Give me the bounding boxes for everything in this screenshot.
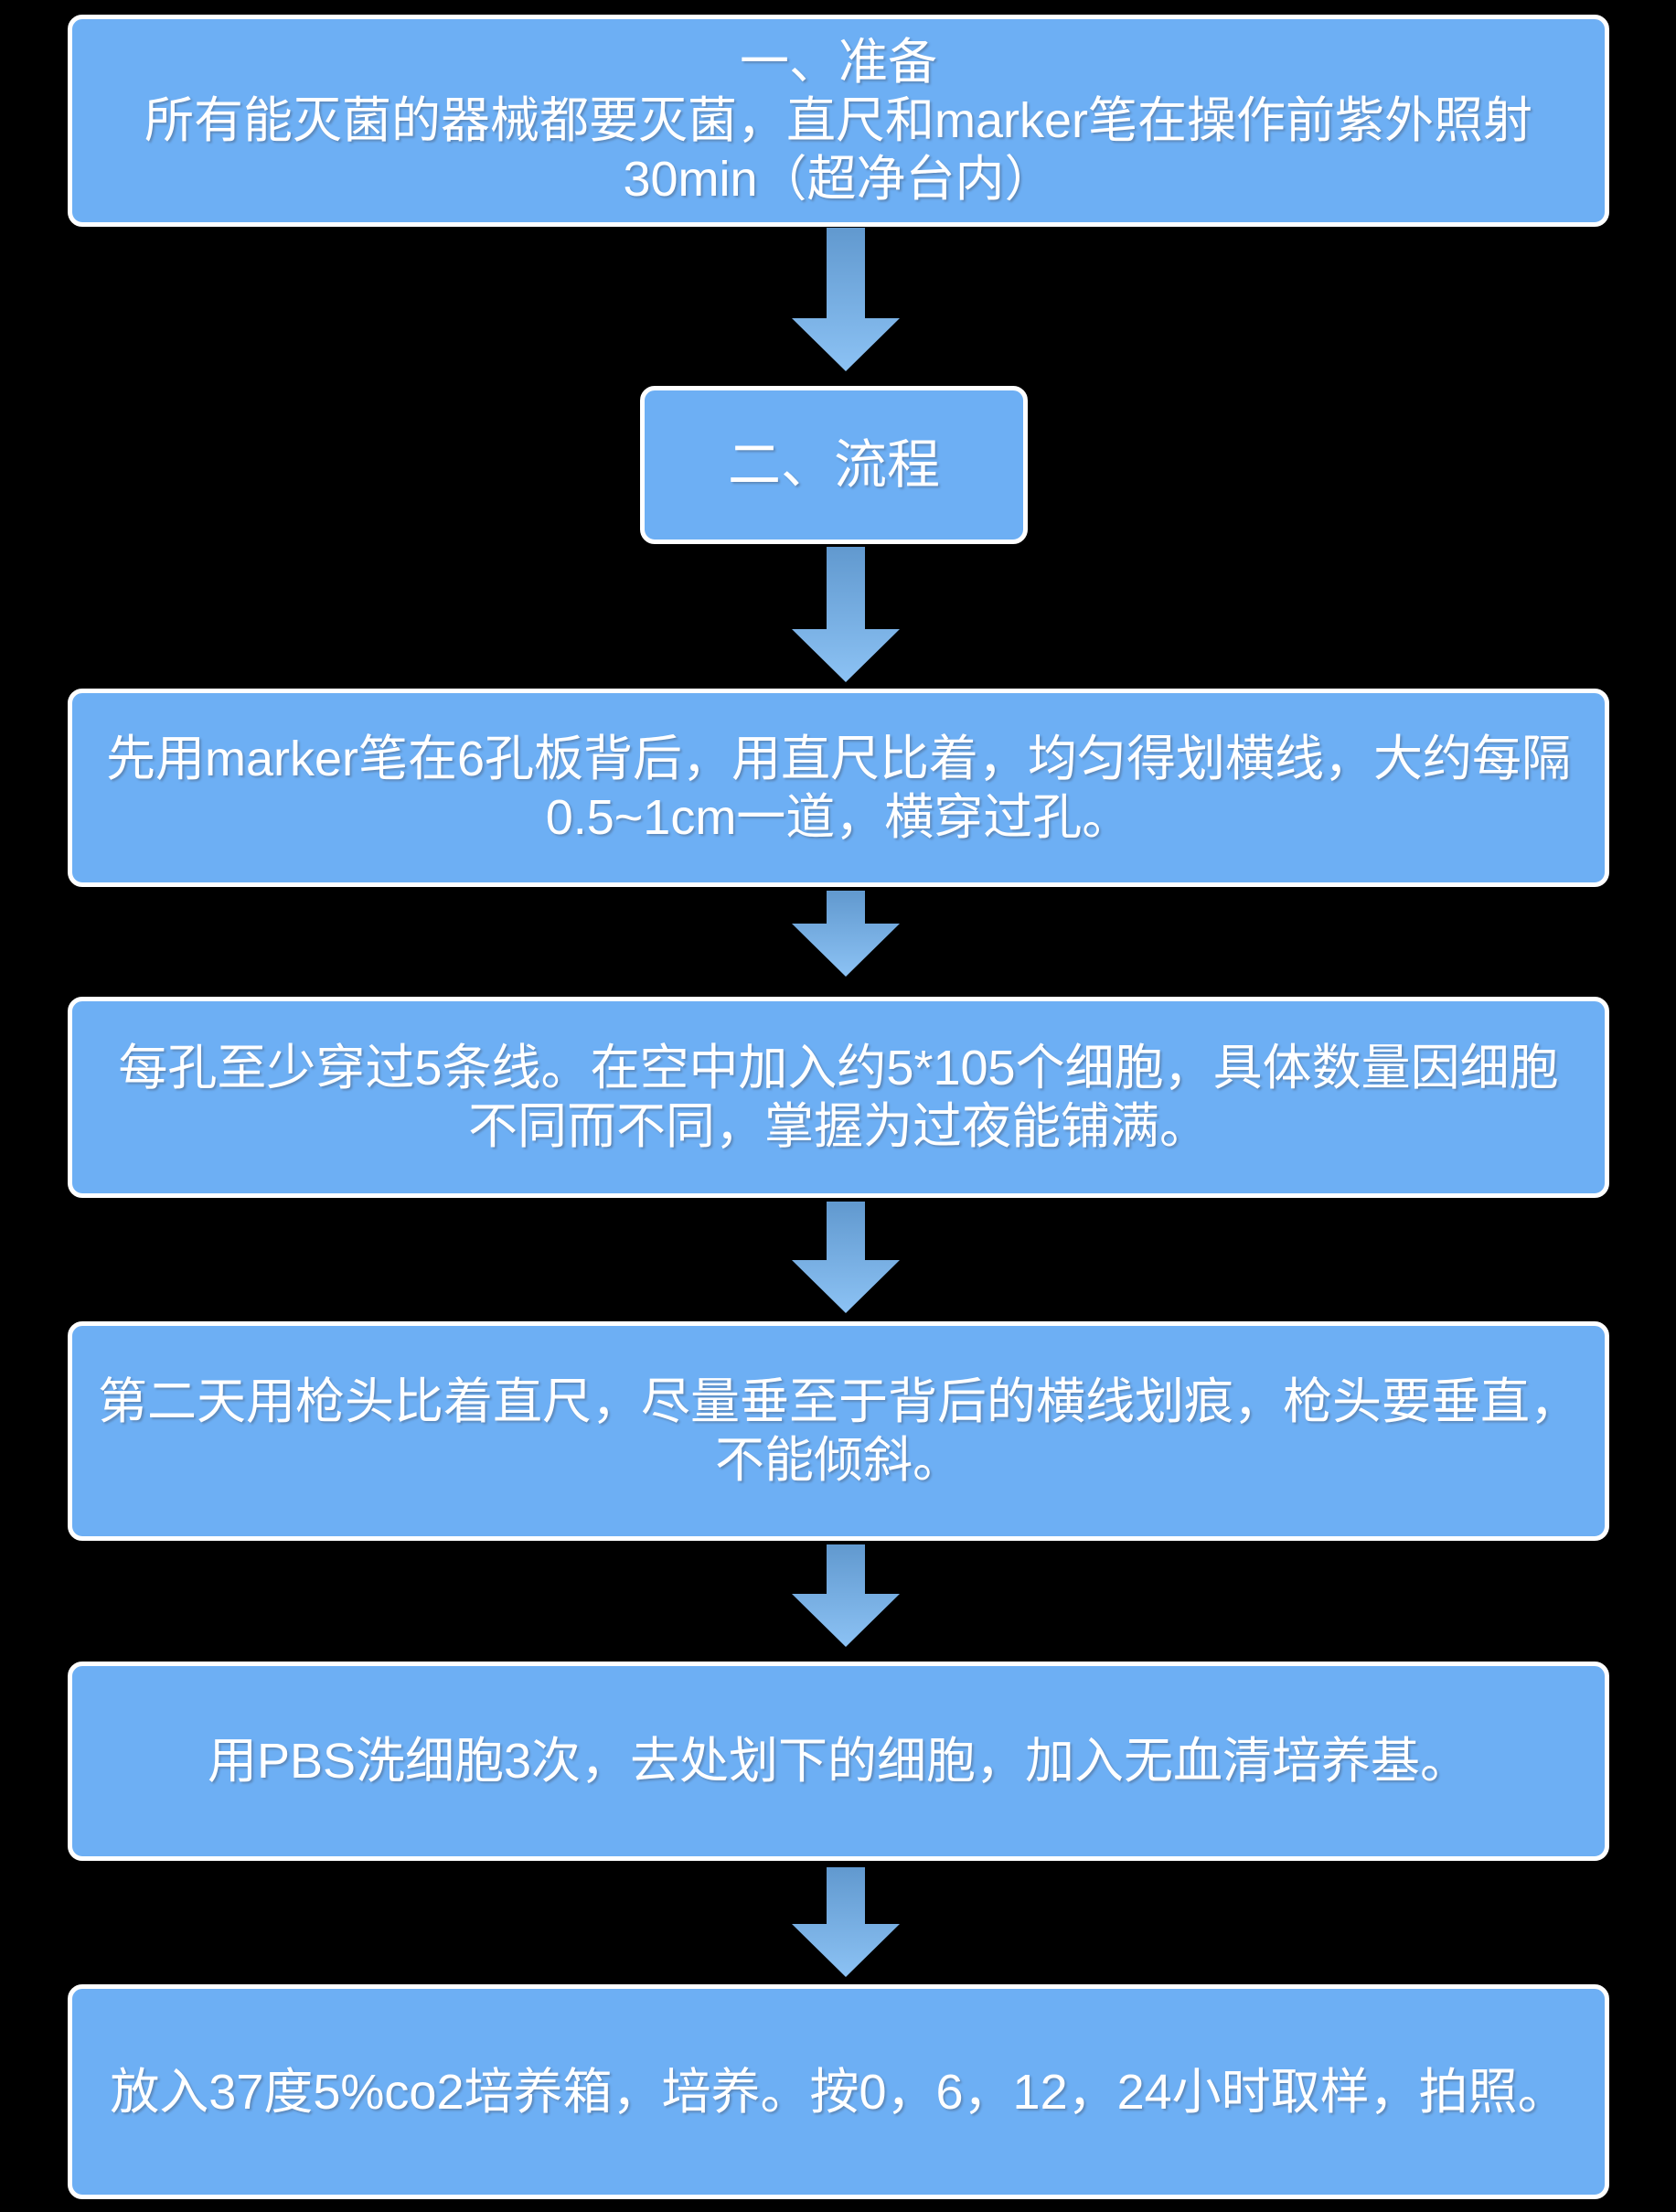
down-arrow-icon <box>792 891 900 977</box>
flow-node-process-header: 二、流程 <box>640 386 1028 544</box>
node-text-line: 所有能灭菌的器械都要灭菌，直尺和marker笔在操作前紫外照射 <box>144 93 1532 148</box>
node-text-line: 用PBS洗细胞3次，去处划下的细胞，加入无血清培养基。 <box>207 1734 1470 1789</box>
node-text-line: 放入37度5%co2培养箱，培养。按0，6，12，24小时取样，拍照。 <box>110 2064 1567 2120</box>
node-text-line: 30min（超净台内） <box>623 152 1054 207</box>
node-text-line: 第二天用枪头比着直尺，尽量垂至于背后的横线划痕，枪头要垂直， <box>98 1374 1579 1429</box>
node-text-line: 0.5~1cm一道，横穿过孔。 <box>545 789 1132 845</box>
flow-node-step-wash: 用PBS洗细胞3次，去处划下的细胞，加入无血清培养基。 <box>68 1662 1609 1861</box>
down-arrow-icon <box>792 228 900 371</box>
down-arrow-icon <box>792 547 900 682</box>
down-arrow-icon <box>792 1544 900 1647</box>
node-text-line: 每孔至少穿过5条线。在空中加入约5*105个细胞，具体数量因细胞 <box>118 1041 1559 1095</box>
flow-node-step-seed-cells: 每孔至少穿过5条线。在空中加入约5*105个细胞，具体数量因细胞 不同而不同，掌… <box>68 997 1609 1198</box>
node-text-line: 二、流程 <box>727 434 940 495</box>
flow-node-step-scratch: 第二天用枪头比着直尺，尽量垂至于背后的横线划痕，枪头要垂直， 不能倾斜。 <box>68 1321 1609 1541</box>
down-arrow-icon <box>792 1867 900 1977</box>
node-text-line: 一、准备 <box>740 35 937 90</box>
node-text-line: 不能倾斜。 <box>715 1433 962 1488</box>
down-arrow-icon <box>792 1202 900 1313</box>
flow-node-step-draw-lines: 先用marker笔在6孔板背后，用直尺比着，均匀得划横线，大约每隔 0.5~1c… <box>68 689 1609 887</box>
flow-node-preparation: 一、准备 所有能灭菌的器械都要灭菌，直尺和marker笔在操作前紫外照射 30m… <box>68 15 1609 227</box>
node-text-line: 不同而不同，掌握为过夜能铺满。 <box>468 1099 1209 1154</box>
flow-node-step-incubate: 放入37度5%co2培养箱，培养。按0，6，12，24小时取样，拍照。 <box>68 1984 1609 2199</box>
node-text-line: 先用marker笔在6孔板背后，用直尺比着，均匀得划横线，大约每隔 <box>105 731 1572 786</box>
